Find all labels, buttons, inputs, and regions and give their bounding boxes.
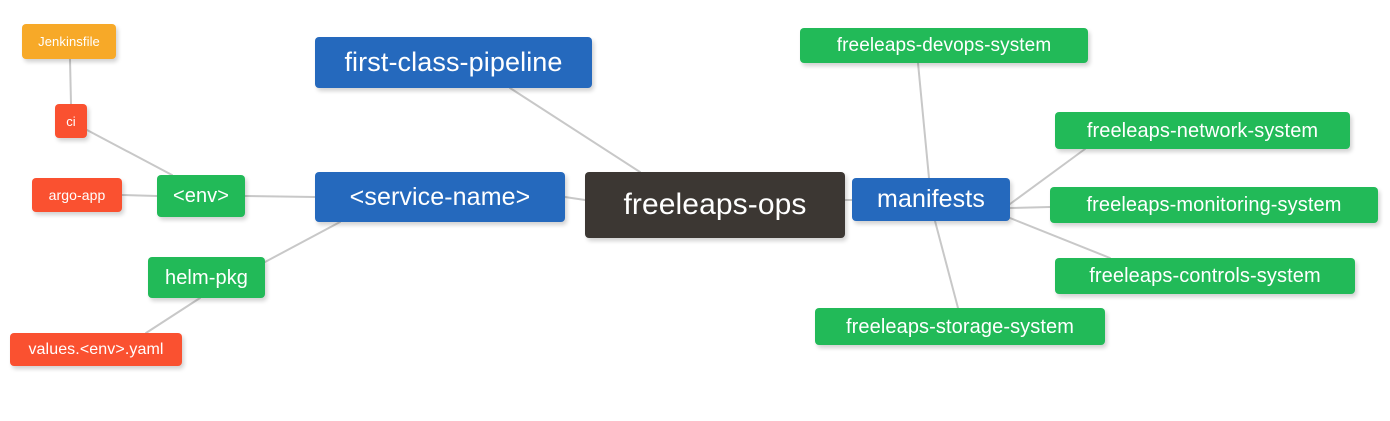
node-service-name[interactable]: <service-name> <box>315 172 565 222</box>
edge-service-name-to-freeleaps-ops <box>564 196 586 201</box>
node-freeleaps-devops-system[interactable]: freeleaps-devops-system <box>800 28 1088 63</box>
edge-ci-to-env <box>86 129 173 176</box>
edge-manifests-to-freeleaps-storage-system <box>934 220 959 309</box>
node-manifests[interactable]: manifests <box>852 178 1010 221</box>
edge-manifests-to-freeleaps-monitoring-system <box>1009 206 1051 209</box>
node-argo-app[interactable]: argo-app <box>32 178 122 212</box>
edge-argo-app-to-env <box>121 194 158 197</box>
edge-first-class-pipeline-to-freeleaps-ops <box>509 87 641 173</box>
node-first-class-pipeline[interactable]: first-class-pipeline <box>315 37 592 88</box>
node-freeleaps-controls-system[interactable]: freeleaps-controls-system <box>1055 258 1355 294</box>
edge-env-to-service-name <box>244 195 316 198</box>
node-freeleaps-network-system[interactable]: freeleaps-network-system <box>1055 112 1350 149</box>
edge-values-yaml-to-helm-pkg <box>145 297 201 334</box>
node-freeleaps-monitoring-system[interactable]: freeleaps-monitoring-system <box>1050 187 1378 223</box>
node-values-yaml[interactable]: values.<env>.yaml <box>10 333 182 366</box>
node-freeleaps-ops[interactable]: freeleaps-ops <box>585 172 845 238</box>
node-env[interactable]: <env> <box>157 175 245 217</box>
edge-helm-pkg-to-service-name <box>264 221 341 263</box>
edge-jenkinsfile-to-ci <box>69 58 72 105</box>
node-ci[interactable]: ci <box>55 104 87 138</box>
node-freeleaps-storage-system[interactable]: freeleaps-storage-system <box>815 308 1105 345</box>
edge-manifests-to-freeleaps-controls-system <box>1009 217 1111 259</box>
edge-manifests-to-freeleaps-devops-system <box>917 62 930 179</box>
node-helm-pkg[interactable]: helm-pkg <box>148 257 265 298</box>
node-jenkinsfile[interactable]: Jenkinsfile <box>22 24 116 59</box>
